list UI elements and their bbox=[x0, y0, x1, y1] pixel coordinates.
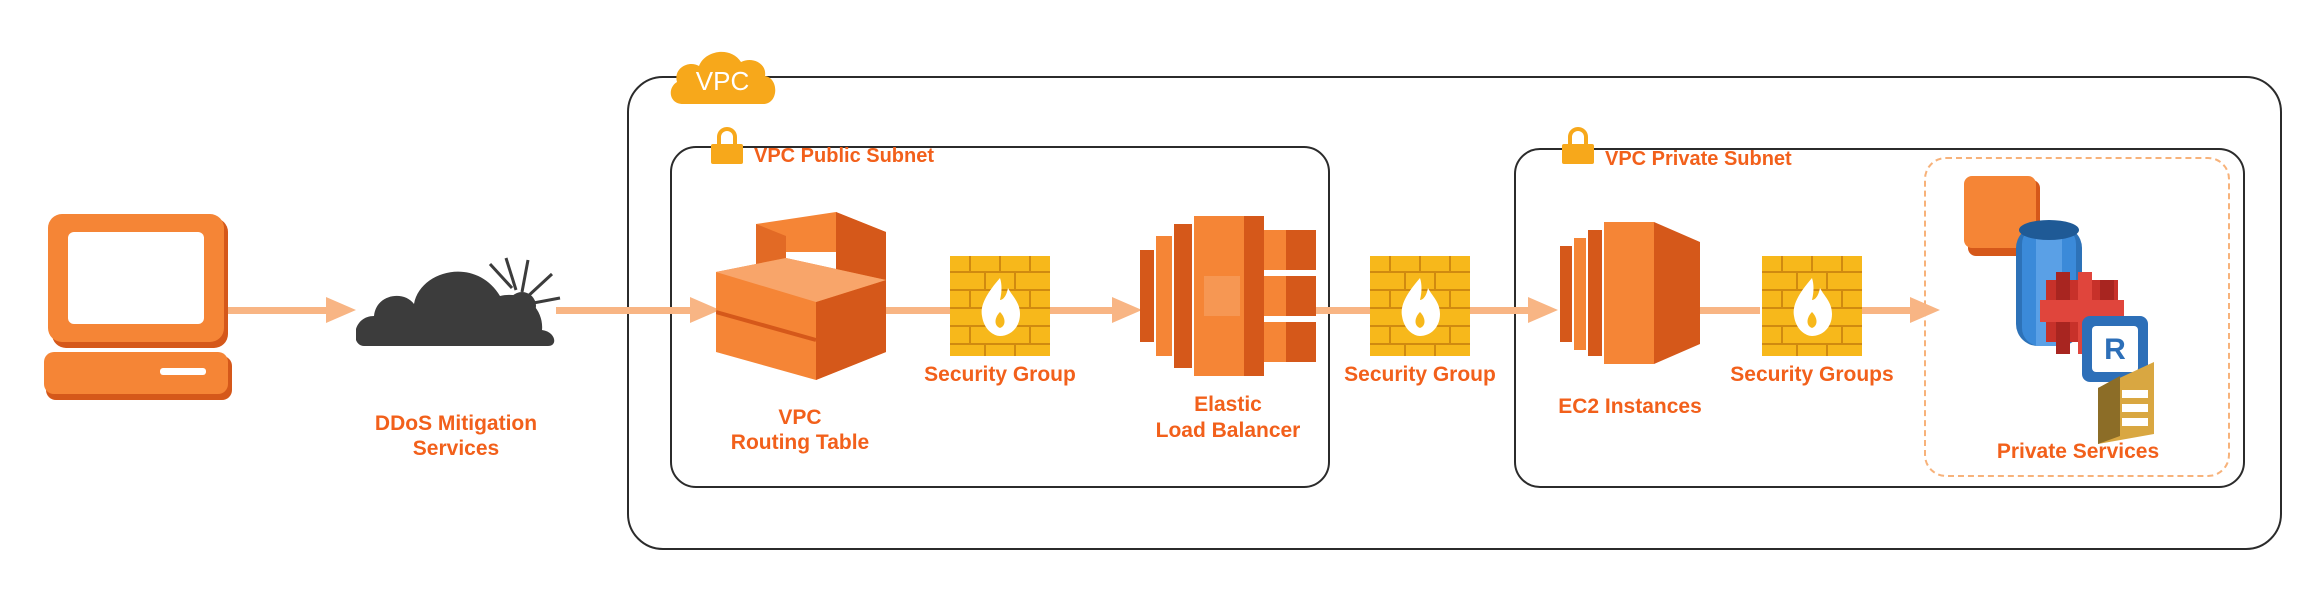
vpc-router-icon bbox=[716, 212, 886, 380]
redis-icon: R bbox=[2082, 316, 2148, 382]
ddos-mitigation-node bbox=[356, 250, 566, 350]
elastic-load-balancer-node bbox=[1140, 216, 1316, 376]
ec2-instances-node bbox=[1560, 222, 1700, 364]
vpc-badge-label: VPC bbox=[695, 66, 750, 96]
private-subnet-title: VPC Private Subnet bbox=[1605, 148, 1792, 170]
elastic-load-balancer-icon bbox=[1140, 216, 1316, 376]
client-computer bbox=[42, 214, 234, 404]
public-subnet-container bbox=[670, 146, 1330, 488]
svg-text:R: R bbox=[2104, 333, 2126, 366]
private-subnet-lock-icon bbox=[1558, 126, 1598, 166]
ddos-label-line2: Services bbox=[412, 437, 500, 460]
firewall-icon bbox=[1762, 256, 1862, 356]
security-groups-3-label: Security Groups bbox=[1730, 363, 1894, 386]
security-group-1-label: Security Group bbox=[924, 363, 1076, 386]
cloudflare-cloud-icon bbox=[356, 257, 561, 346]
private-services-stack: R bbox=[1960, 176, 2160, 446]
public-subnet-lock-icon bbox=[707, 126, 747, 166]
routing-table-label-line2: Routing Table bbox=[730, 431, 870, 454]
routing-table-label-line1: VPC bbox=[778, 406, 822, 429]
sqs-queue-icon bbox=[2098, 362, 2154, 444]
elb-label-line2: Load Balancer bbox=[1155, 419, 1301, 442]
security-group-1-node bbox=[950, 256, 1050, 356]
vpc-routing-table-node bbox=[716, 212, 886, 380]
private-subnet-container bbox=[1514, 148, 2245, 488]
security-group-3-node bbox=[1762, 256, 1862, 356]
vpc-cloud-icon bbox=[670, 51, 776, 104]
desktop-computer-icon bbox=[44, 214, 232, 400]
vpc-badge: VPC bbox=[665, 44, 780, 108]
ec2-label: EC2 Instances bbox=[1558, 395, 1702, 418]
ec2-instances-icon bbox=[1560, 222, 1700, 364]
ddos-label-line1: DDoS Mitigation bbox=[374, 412, 538, 435]
public-subnet-title: VPC Public Subnet bbox=[754, 145, 935, 167]
firewall-icon bbox=[1370, 256, 1470, 356]
elb-label-line1: Elastic bbox=[1194, 393, 1262, 416]
security-group-2-node bbox=[1370, 256, 1470, 356]
private-services-label: Private Services bbox=[1996, 440, 2160, 463]
security-group-2-label: Security Group bbox=[1344, 363, 1496, 386]
firewall-icon bbox=[950, 256, 1050, 356]
